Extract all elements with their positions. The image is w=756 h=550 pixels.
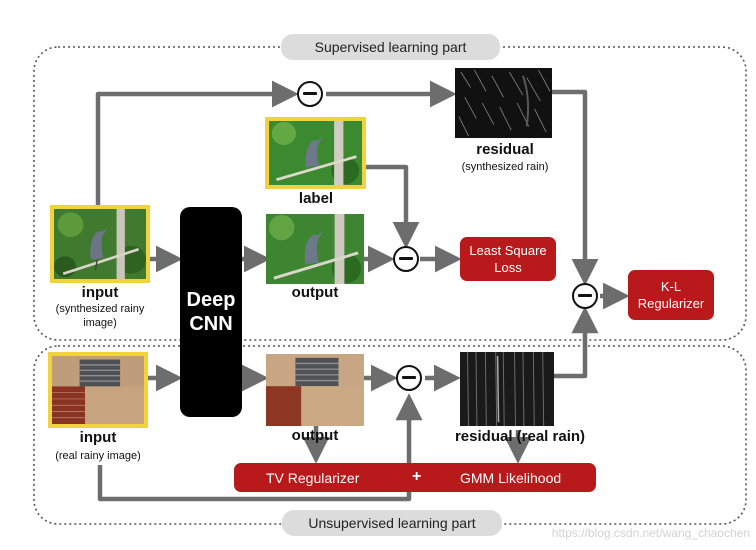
unsupervised-section-title: Unsupervised learning part: [282, 510, 502, 536]
arrow-input-to-minus-top: [95, 80, 299, 205]
real-input-title: input: [79, 429, 117, 446]
synthesized-residual-subtitle: (synthesized rain): [461, 161, 549, 173]
real-output-image: [266, 354, 364, 426]
minus-operator-top: [297, 81, 323, 107]
label-title: label: [298, 190, 334, 207]
synthesized-residual-image: [455, 68, 552, 138]
synthesized-residual-title: residual: [476, 141, 534, 158]
synthesized-output-image: [266, 214, 364, 284]
minus-operator-unsupervised: [396, 365, 422, 391]
synthesized-input-image: [50, 205, 150, 283]
arrow-real-residual-to-minus-kl: [554, 306, 599, 379]
real-input-subtitle: (real rainy image): [55, 450, 141, 462]
deep-cnn-block: Deep CNN: [180, 207, 242, 417]
least-square-loss-label: Least Square Loss: [469, 243, 547, 275]
unsupervised-loss-bar: TV Regularizer + GMM Likelihood: [234, 463, 596, 492]
minus-operator-supervised: [393, 246, 419, 272]
arrow-input-to-real-minus: [97, 393, 423, 502]
synthesized-output-title: output: [291, 284, 339, 301]
watermark: https://blog.csdn.net/wang_chaochen: [551, 526, 750, 540]
kl-regularizer-label: K-L Regularizer: [637, 279, 705, 311]
supervised-section-title: Supervised learning part: [281, 34, 500, 60]
gmm-likelihood-label: GMM Likelihood: [460, 470, 562, 486]
real-residual-title: residual (real rain): [454, 428, 586, 445]
tv-regularizer-label: TV Regularizer: [266, 470, 360, 486]
real-output-title: output: [291, 427, 339, 444]
minus-operator-kl: [572, 283, 598, 309]
kl-regularizer-box: K-L Regularizer: [628, 270, 714, 320]
plus-operator: +: [412, 468, 422, 485]
arrow-residual-to-minus-kl: [552, 89, 599, 286]
arrow-label-to-minus: [366, 164, 420, 249]
deep-cnn-label: Deep CNN: [186, 289, 236, 335]
synthesized-input-title: input: [81, 284, 119, 301]
least-square-loss-box: Least Square Loss: [460, 237, 556, 281]
label-image: [265, 117, 366, 189]
real-residual-image: [460, 352, 554, 426]
synthesized-input-subtitle: (synthesized rainy image): [55, 303, 145, 329]
real-input-image: [48, 352, 148, 428]
